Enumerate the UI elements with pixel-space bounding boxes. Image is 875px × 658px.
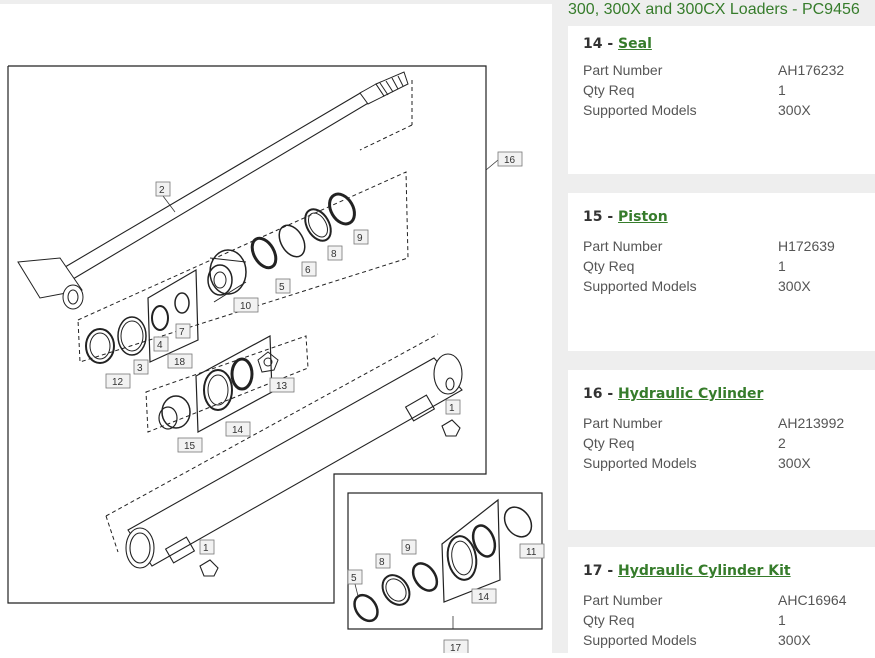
callout-4: 4: [157, 340, 163, 351]
kit-parts-drawing: [353, 498, 533, 623]
callout-18: 18: [174, 357, 186, 368]
callout-1-lower: 1: [203, 543, 209, 554]
callout-15: 15: [184, 441, 196, 452]
exploded-view-drawing: 16 2 9 8 6 5 10 7 4 18 12 3 13 1 14 15 1…: [7, 65, 545, 655]
qty-value: 1: [778, 258, 786, 274]
part-title: 14 - Seal: [583, 36, 652, 52]
part-number-label: Part Number: [583, 592, 663, 608]
part-number-label: Part Number: [583, 415, 663, 431]
qty-label: Qty Req: [583, 82, 635, 98]
models-value: 300X: [778, 632, 811, 648]
callout-7: 7: [179, 327, 185, 338]
callout-11: 11: [526, 547, 537, 558]
models-label: Supported Models: [583, 102, 697, 118]
qty-label: Qty Req: [583, 258, 635, 274]
callout-14-kit: 14: [478, 592, 490, 603]
part-title: 15 - Piston: [583, 209, 668, 225]
callout-1-upper: 1: [449, 403, 455, 414]
parts-diagram[interactable]: 16 2 9 8 6 5 10 7 4 18 12 3 13 1 14 15 1…: [0, 0, 552, 655]
part-link-hydraulic-cylinder-kit[interactable]: Hydraulic Cylinder Kit: [618, 563, 791, 579]
callout-10: 10: [240, 301, 252, 312]
callout-13: 13: [276, 381, 288, 392]
part-link-piston[interactable]: Piston: [618, 209, 668, 225]
callout-3: 3: [137, 363, 143, 374]
qty-value: 1: [778, 82, 786, 98]
models-label: Supported Models: [583, 455, 697, 471]
diagram-top-strip: [0, 0, 552, 4]
qty-value: 1: [778, 612, 786, 628]
callout-16: 16: [504, 155, 516, 166]
callout-9: 9: [357, 233, 363, 244]
panel-gutter: [552, 0, 568, 653]
models-label: Supported Models: [583, 632, 697, 648]
part-number-label: Part Number: [583, 238, 663, 254]
qty-label: Qty Req: [583, 435, 635, 451]
callout-labels: 16 2 9 8 6 5 10 7 4 18 12 3 13 1 14 15 1…: [105, 151, 545, 655]
cylinder-barrel-drawing: [125, 353, 463, 577]
callout-14-upper: 14: [232, 425, 244, 436]
part-number-label: Part Number: [583, 62, 663, 78]
part-number-value: H172639: [778, 238, 835, 254]
callout-5-kit: 5: [351, 573, 357, 584]
part-number-value: AH213992: [778, 415, 845, 431]
qty-value: 2: [778, 435, 786, 451]
models-value: 300X: [778, 278, 811, 294]
callout-2: 2: [159, 185, 165, 196]
part-title: 17 - Hydraulic Cylinder Kit: [583, 563, 791, 579]
part-title: 16 - Hydraulic Cylinder: [583, 386, 764, 402]
part-card-piston: 15 - Piston Part Number H172639 Qty Req …: [568, 193, 875, 351]
models-value: 300X: [778, 102, 811, 118]
part-card-hydraulic-cylinder: 16 - Hydraulic Cylinder Part Number AH21…: [568, 370, 875, 530]
callout-6: 6: [305, 265, 311, 276]
part-link-seal[interactable]: Seal: [618, 36, 652, 52]
callout-17: 17: [450, 643, 462, 653]
models-label: Supported Models: [583, 278, 697, 294]
qty-label: Qty Req: [583, 612, 635, 628]
part-link-hydraulic-cylinder[interactable]: Hydraulic Cylinder: [618, 386, 764, 402]
callout-8: 8: [331, 249, 337, 260]
callout-12: 12: [112, 377, 124, 388]
part-number-value: AH176232: [778, 62, 845, 78]
part-number-value: AHC16964: [778, 592, 847, 608]
callout-9-kit: 9: [405, 543, 411, 554]
part-card-seal: 14 - Seal Part Number AH176232 Qty Req 1…: [568, 26, 875, 174]
callout-8-kit: 8: [379, 557, 385, 568]
callout-5: 5: [279, 282, 285, 293]
page-title: 300, 300X and 300CX Loaders - PC9456: [568, 1, 860, 18]
seal-rings-upper: [207, 192, 356, 303]
part-card-hydraulic-cylinder-kit: 17 - Hydraulic Cylinder Kit Part Number …: [568, 547, 875, 653]
piston-rod-drawing: [17, 71, 413, 310]
models-value: 300X: [778, 455, 811, 471]
